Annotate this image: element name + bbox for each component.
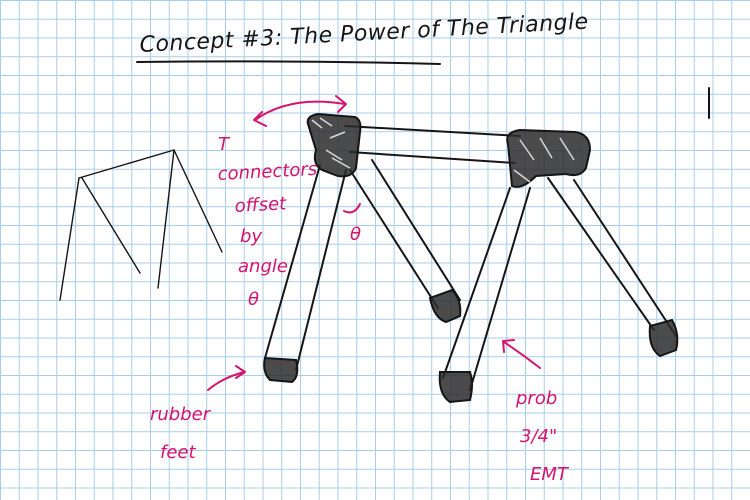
connector-label-line-4: by <box>240 226 262 247</box>
theta-label: θ <box>350 224 361 245</box>
emt-annotation: prob 3/4" EMT <box>502 339 570 485</box>
left-t-connector <box>306 112 362 178</box>
connector-label-line-6: θ <box>248 289 259 310</box>
sketch-title: Concept #3: The Power of The Triangle <box>139 9 589 57</box>
top-bar <box>344 125 521 137</box>
left-front-leg <box>264 164 321 359</box>
foot-right-front <box>438 371 473 404</box>
feet-arrow-icon <box>207 371 245 391</box>
foot-right-back <box>648 318 679 358</box>
angle-arc-icon <box>343 203 361 214</box>
triangle-sketch <box>59 149 223 301</box>
feet-label-line-2: feet <box>160 442 196 463</box>
emt-label-line-1: prob <box>515 388 557 409</box>
title-underline <box>136 60 441 65</box>
foot-left-front <box>263 356 299 384</box>
connector-annotation: T connectors offset by angle θ <box>217 95 347 310</box>
rubber-feet-annotation: rubber feet <box>150 365 246 463</box>
foot-left-back <box>428 288 462 324</box>
right-t-connector <box>506 128 592 188</box>
feet-label-line-1: rubber <box>150 404 212 425</box>
connector-label-line-1: T <box>218 134 231 155</box>
left-back-leg <box>349 169 439 309</box>
emt-label-line-2: 3/4" <box>520 426 557 447</box>
rotation-arrow-icon <box>254 100 346 121</box>
right-back-leg <box>547 177 655 331</box>
emt-label-line-3: EMT <box>530 464 570 485</box>
connector-label-line-2: connectors <box>217 159 318 185</box>
connector-label-line-5: angle <box>238 256 288 277</box>
connector-label-line-3: offset <box>234 193 287 217</box>
theta-annotation: θ <box>343 203 361 245</box>
emt-arrow-icon <box>503 341 541 369</box>
right-front-leg <box>442 187 511 379</box>
frame-drawing <box>263 112 679 404</box>
